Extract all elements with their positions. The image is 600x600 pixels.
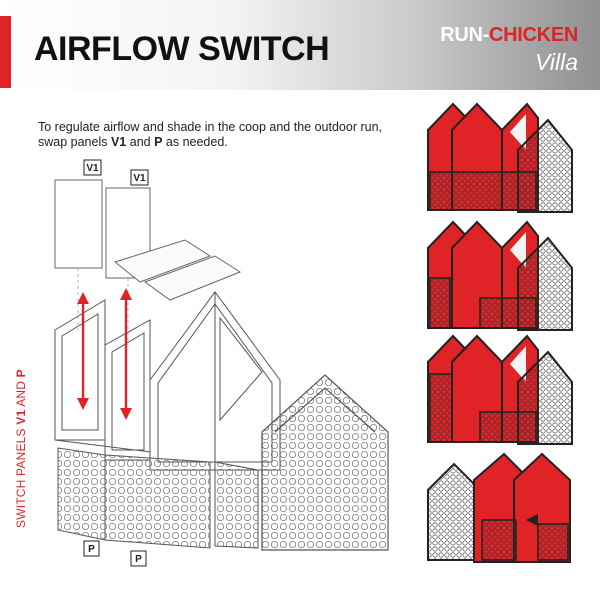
guide-lines (77, 268, 129, 345)
brand-subtitle: Villa (534, 49, 578, 75)
tag-v1-right: V1 (130, 169, 149, 186)
svg-text:V1: V1 (86, 163, 99, 174)
svg-text:V1: V1 (133, 173, 146, 184)
intro-text: To regulate airflow and shade in the coo… (38, 120, 382, 149)
swap-arrows (77, 288, 132, 420)
config-thumbnail-1 (427, 102, 573, 213)
config-thumbnail-3 (427, 334, 573, 445)
roof-panels (113, 239, 242, 301)
header-banner: AIRFLOW SWITCH RUN-CHICKEN Villa (0, 0, 600, 90)
config-thumbnail-4 (427, 452, 571, 563)
header-accent-bar (0, 16, 11, 88)
coop-frame (54, 291, 281, 471)
mesh-panels (57, 447, 259, 549)
outdoor-run (261, 374, 389, 551)
page-title: AIRFLOW SWITCH (34, 30, 330, 68)
brand-name: RUN-CHICKEN (440, 24, 578, 46)
svg-text:P: P (88, 544, 95, 555)
config-thumbnail-2 (427, 220, 573, 331)
tag-v1-left: V1 (83, 159, 102, 176)
brand-logo: RUN-CHICKEN Villa (440, 24, 578, 76)
tag-p-left: P (83, 540, 100, 557)
svg-text:P: P (135, 554, 142, 565)
tag-p-right: P (130, 550, 147, 567)
